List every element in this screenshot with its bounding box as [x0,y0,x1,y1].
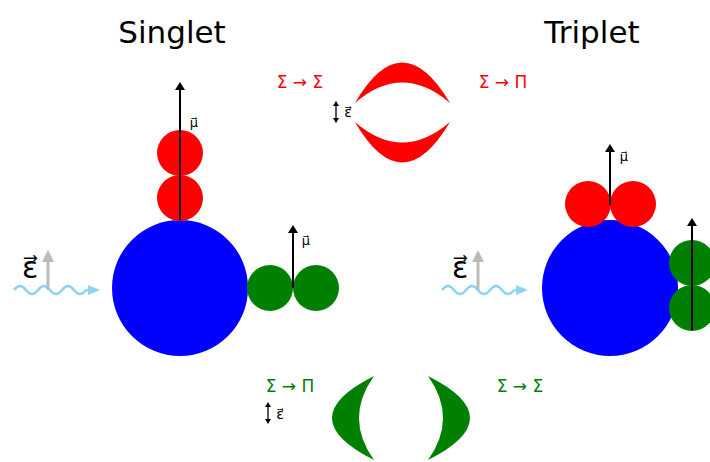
transition-label: Σ → Σ [497,378,544,395]
polarization-arrow [335,104,336,120]
transition-label: Σ → Π [266,378,315,395]
dipole-arrow [179,86,181,220]
dipole-symbol: μ⃗ [620,150,628,163]
light-wave [86,289,94,292]
heading: Singlet [118,17,225,48]
dipole-symbol: μ⃗ [190,116,198,129]
transition-label: Σ → Σ [277,74,324,91]
field-arrow [477,256,480,290]
dipole-arrow [691,222,693,330]
green-orbital-lobe [428,376,470,460]
field-symbol: ε⃗ [22,253,38,283]
dipole-arrow [292,229,294,288]
central-atom [112,220,248,356]
green-orbital [293,265,339,311]
green-orbital [247,265,293,311]
transition-label: Σ → Π [479,74,528,91]
red-orbital [610,181,656,227]
red-orbital-lobe [355,122,450,163]
field-symbol: ε⃗ [276,407,284,421]
dipole-arrow [609,148,611,205]
green-orbital [669,240,710,286]
heading: Triplet [544,17,639,48]
red-orbital [565,181,611,227]
light-wave [14,286,86,294]
field-symbol: ε⃗ [344,105,352,119]
dipole-symbol: μ⃗ [302,234,310,247]
red-orbital-lobe [355,63,450,104]
field-symbol: ε⃗ [452,253,468,283]
polarization-arrow [333,101,339,123]
polarization-arrow [265,402,271,424]
green-orbital [669,285,710,331]
light-wave [514,289,522,292]
field-arrow [47,256,50,290]
polarization-arrow [267,405,268,421]
central-atom [542,220,678,356]
green-orbital-lobe [332,376,374,460]
